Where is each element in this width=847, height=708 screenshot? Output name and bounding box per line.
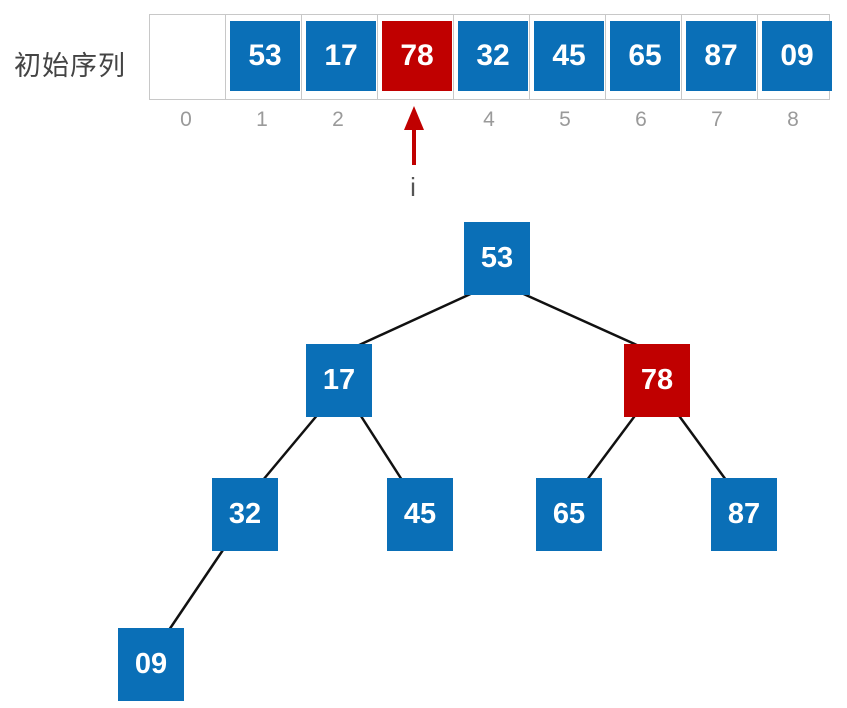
index-label-4: 4 xyxy=(483,108,495,131)
tree-node-5: 45 xyxy=(387,478,453,551)
tree-edge-1-2 xyxy=(356,289,478,348)
tree-node-3: 78 xyxy=(624,344,690,417)
tree-node-7: 87 xyxy=(711,478,777,551)
array-cell-8: 09 xyxy=(762,21,832,91)
tree-node-8: 09 xyxy=(118,628,184,701)
tree-edge-4-8 xyxy=(167,546,227,631)
tree-edge-2-5 xyxy=(357,412,404,481)
sequence-label: 初始序列 xyxy=(14,51,126,82)
tree-node-1: 53 xyxy=(464,222,530,295)
pointer-arrow-head xyxy=(404,106,424,130)
cell-divider xyxy=(529,15,530,99)
array-cell-2: 17 xyxy=(306,21,376,91)
array-cell-3: 78 xyxy=(382,21,452,91)
cell-divider xyxy=(757,15,758,99)
tree-edge-1-3 xyxy=(516,289,640,348)
index-label-1: 1 xyxy=(256,108,268,131)
array-cell-1: 53 xyxy=(230,21,300,91)
cell-divider xyxy=(225,15,226,99)
cell-divider xyxy=(681,15,682,99)
tree-node-4: 32 xyxy=(212,478,278,551)
index-label-8: 8 xyxy=(787,108,799,131)
cell-divider xyxy=(605,15,606,99)
tree-node-6: 65 xyxy=(536,478,602,551)
array-cell-5: 45 xyxy=(534,21,604,91)
array-cell-4: 32 xyxy=(458,21,528,91)
cell-divider xyxy=(301,15,302,99)
tree-node-2: 17 xyxy=(306,344,372,417)
index-label-6: 6 xyxy=(635,108,647,131)
tree-edge-2-4 xyxy=(262,412,320,481)
index-label-5: 5 xyxy=(559,108,571,131)
tree-edge-3-7 xyxy=(675,412,728,481)
index-label-0: 0 xyxy=(180,108,192,131)
array-cell-0 xyxy=(154,21,224,91)
index-label-7: 7 xyxy=(711,108,723,131)
cell-divider xyxy=(453,15,454,99)
tree-edge-3-6 xyxy=(585,412,639,481)
array-cell-7: 87 xyxy=(686,21,756,91)
index-label-2: 2 xyxy=(332,108,344,131)
pointer-label: i xyxy=(410,172,416,202)
array-cell-6: 65 xyxy=(610,21,680,91)
cell-divider xyxy=(377,15,378,99)
